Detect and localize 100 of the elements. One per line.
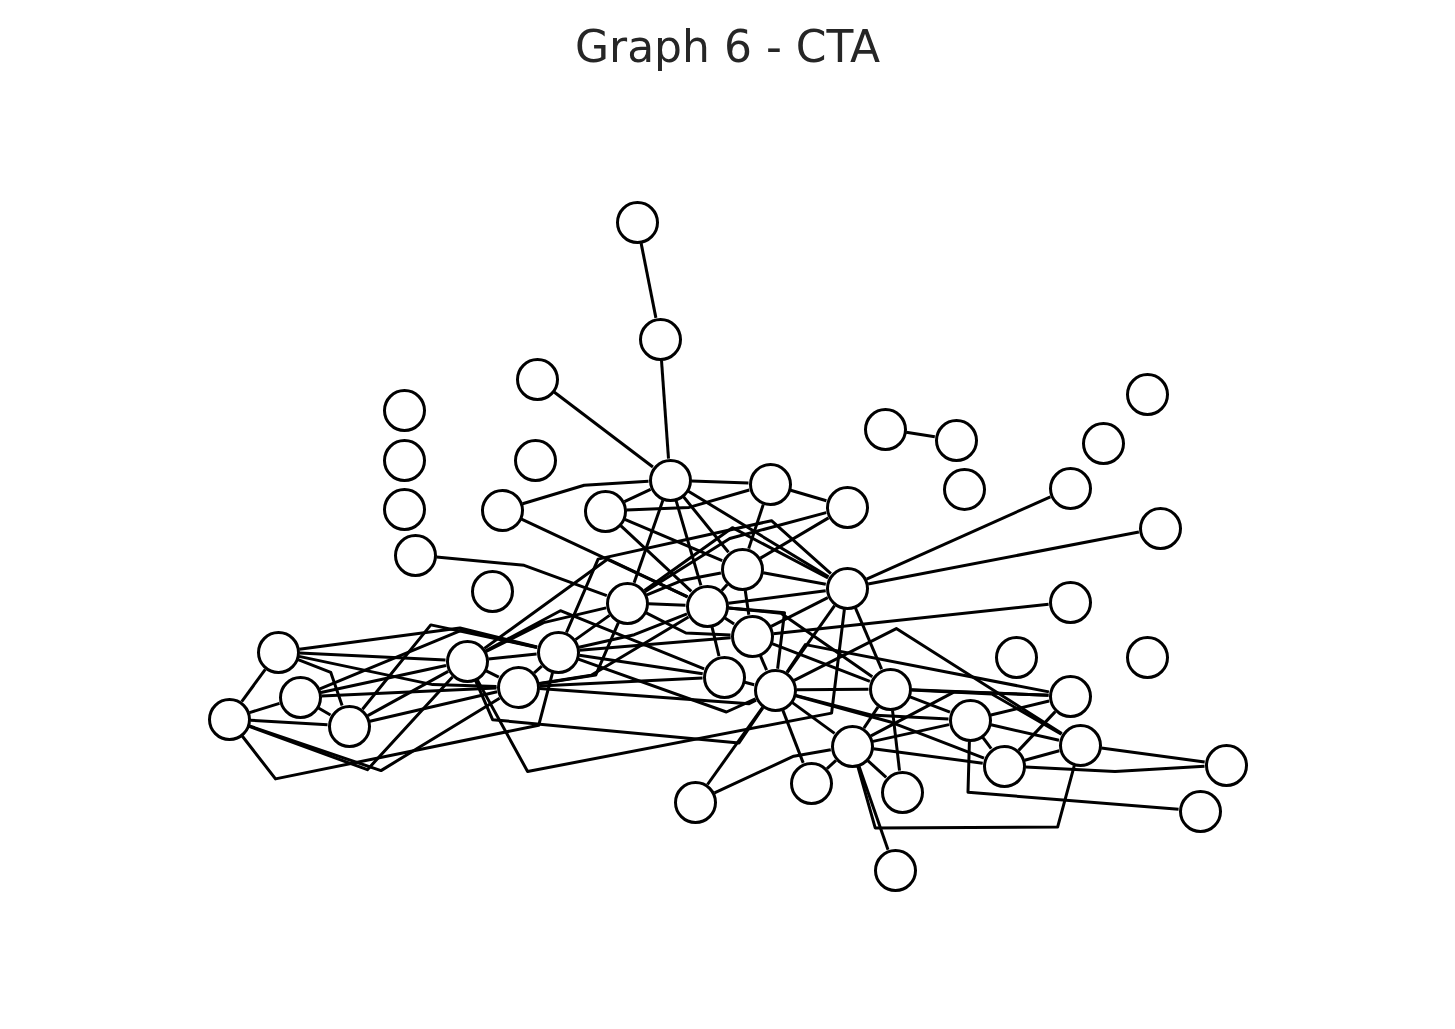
edge-line bbox=[966, 741, 1179, 811]
node-circle bbox=[934, 418, 978, 462]
node-circle bbox=[825, 566, 869, 610]
node-circle bbox=[863, 407, 907, 451]
edge-line bbox=[298, 654, 497, 688]
edge-line bbox=[905, 430, 936, 439]
node-circle bbox=[1138, 506, 1182, 550]
edge-line bbox=[790, 488, 827, 503]
node-circle bbox=[873, 848, 917, 892]
node-circle bbox=[382, 487, 426, 531]
edge-line bbox=[872, 723, 950, 743]
edge-line bbox=[369, 690, 498, 723]
node-circle bbox=[982, 744, 1026, 788]
edge-line bbox=[990, 723, 1060, 742]
edge-line bbox=[781, 709, 805, 764]
edge-line bbox=[728, 606, 786, 669]
edge-line bbox=[643, 526, 829, 592]
node-circle bbox=[382, 438, 426, 482]
edge-line bbox=[367, 670, 449, 717]
edge-line bbox=[565, 519, 832, 633]
node-circle bbox=[480, 488, 524, 532]
node-circle bbox=[720, 547, 764, 591]
edge-line bbox=[710, 626, 721, 657]
node-circle bbox=[615, 200, 659, 244]
node-circle bbox=[1125, 372, 1169, 416]
edge-line bbox=[1024, 749, 1060, 762]
node-circle bbox=[382, 388, 426, 432]
node-circle bbox=[830, 724, 874, 768]
edge-line bbox=[485, 609, 705, 671]
edge-line bbox=[687, 489, 830, 579]
edge-line bbox=[744, 680, 755, 687]
edge-line bbox=[862, 706, 880, 729]
edge-line bbox=[299, 626, 538, 651]
node-circle bbox=[648, 458, 692, 502]
node-circle bbox=[1048, 674, 1092, 718]
edge-line bbox=[854, 607, 883, 670]
edge-line bbox=[793, 627, 1063, 735]
edge-line bbox=[720, 583, 729, 592]
edge-line bbox=[857, 765, 890, 851]
node-circle bbox=[789, 761, 833, 805]
edge-line bbox=[1017, 710, 1057, 752]
edge-line bbox=[873, 747, 983, 765]
node-circle bbox=[1178, 789, 1222, 833]
edge-line bbox=[866, 759, 888, 779]
node-circle bbox=[1048, 466, 1092, 510]
edge-line bbox=[826, 759, 837, 770]
edge-line bbox=[476, 609, 846, 773]
node-circle bbox=[825, 485, 869, 529]
edge-line bbox=[321, 686, 497, 698]
node-circle bbox=[536, 630, 580, 674]
node-circle bbox=[583, 489, 627, 533]
node-circle bbox=[1058, 723, 1102, 767]
edge-line bbox=[870, 690, 1049, 738]
edge-line bbox=[248, 696, 501, 773]
edge-line bbox=[770, 596, 829, 628]
node-circle bbox=[1048, 580, 1092, 624]
edge-line bbox=[759, 655, 768, 671]
edge-line bbox=[728, 606, 874, 678]
edge-line bbox=[648, 602, 686, 607]
edge-line bbox=[645, 611, 731, 637]
edge-line bbox=[909, 695, 951, 714]
edge-line bbox=[624, 518, 723, 562]
node-circle bbox=[638, 317, 682, 361]
edge-line bbox=[539, 687, 757, 706]
edge-line bbox=[319, 628, 538, 691]
edge-line bbox=[786, 604, 836, 674]
edge-line bbox=[644, 511, 827, 593]
edge-line bbox=[297, 658, 344, 707]
edge-line bbox=[632, 499, 665, 584]
edge-line bbox=[728, 589, 826, 605]
edge-line bbox=[713, 748, 832, 795]
edge-line bbox=[791, 701, 836, 735]
edge-line bbox=[911, 688, 1063, 736]
node-circle bbox=[445, 639, 489, 683]
edge-line bbox=[485, 669, 500, 679]
edge-line bbox=[682, 495, 730, 554]
edge-line bbox=[771, 642, 871, 683]
edge-line bbox=[660, 360, 670, 459]
edge-line bbox=[646, 571, 722, 597]
edge-line bbox=[639, 242, 658, 319]
node-circle bbox=[327, 704, 371, 748]
edge-line bbox=[867, 530, 1140, 586]
node-circle bbox=[605, 581, 649, 625]
node-circle bbox=[748, 462, 792, 506]
edge-line bbox=[785, 643, 1050, 694]
node-circle bbox=[207, 697, 251, 741]
node-circle bbox=[515, 357, 559, 401]
edge-line bbox=[538, 615, 690, 686]
edge-line bbox=[795, 693, 949, 721]
edge-line bbox=[250, 718, 328, 727]
edge-line bbox=[866, 495, 1051, 581]
node-circle bbox=[393, 533, 437, 577]
edge-line bbox=[674, 500, 703, 586]
edge-line bbox=[488, 652, 537, 661]
node-circle bbox=[278, 675, 322, 719]
edge-line bbox=[1101, 746, 1205, 764]
edge-line bbox=[249, 701, 280, 715]
node-circle bbox=[470, 569, 514, 613]
node-circle bbox=[496, 665, 540, 709]
edge-line bbox=[759, 516, 830, 560]
